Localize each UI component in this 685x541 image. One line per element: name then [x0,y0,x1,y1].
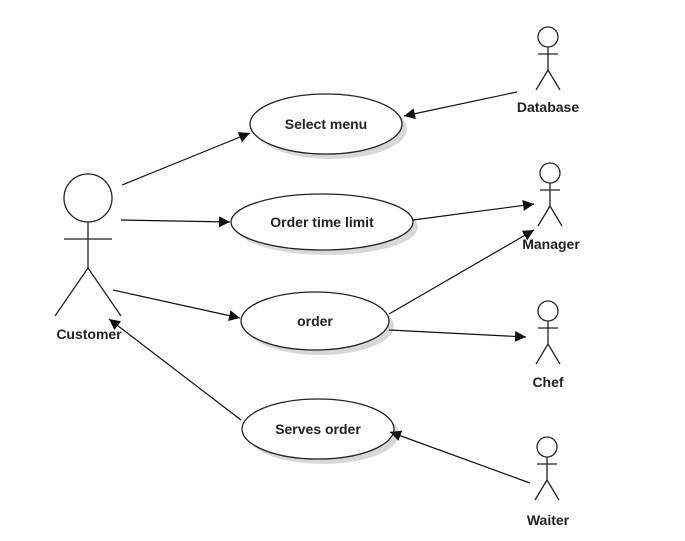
actor-manager-label: Manager [522,236,580,252]
edge-order-time-limit-to-manager [412,199,535,221]
usecase-order: order [240,291,394,355]
usecase-select-menu: Select menu [249,93,407,159]
actor-manager [537,162,563,227]
edge-order-to-chef [388,329,527,342]
edge-waiter-to-serves-order [389,430,531,484]
actor-customer-label: Customer [56,326,122,342]
edge-customer-to-select-menu [121,132,251,186]
actor-waiter-label: Waiter [527,512,570,528]
edge-serves-order-to-customer [108,318,242,421]
edge-customer-to-order-time-limit [120,216,231,228]
usecase-order-label: order [297,313,333,329]
usecase-serves-order-label: Serves order [275,421,361,437]
actor-waiter [534,436,560,501]
actor-chef [535,300,561,365]
usecase-select-menu-label: Select menu [285,116,367,132]
usecase-order-time-limit-label: Order time limit [270,214,374,230]
usecase-serves-order: Serves order [241,398,399,464]
actor-database-label: Database [517,99,579,115]
actor-database [535,26,561,91]
usecase-order-time-limit: Order time limit [230,193,418,255]
actor-chef-label: Chef [532,374,563,390]
edge-customer-to-order [112,289,241,322]
edge-order-to-manager [388,229,535,315]
actor-customer [54,173,122,317]
edge-database-to-select-menu [403,91,518,120]
